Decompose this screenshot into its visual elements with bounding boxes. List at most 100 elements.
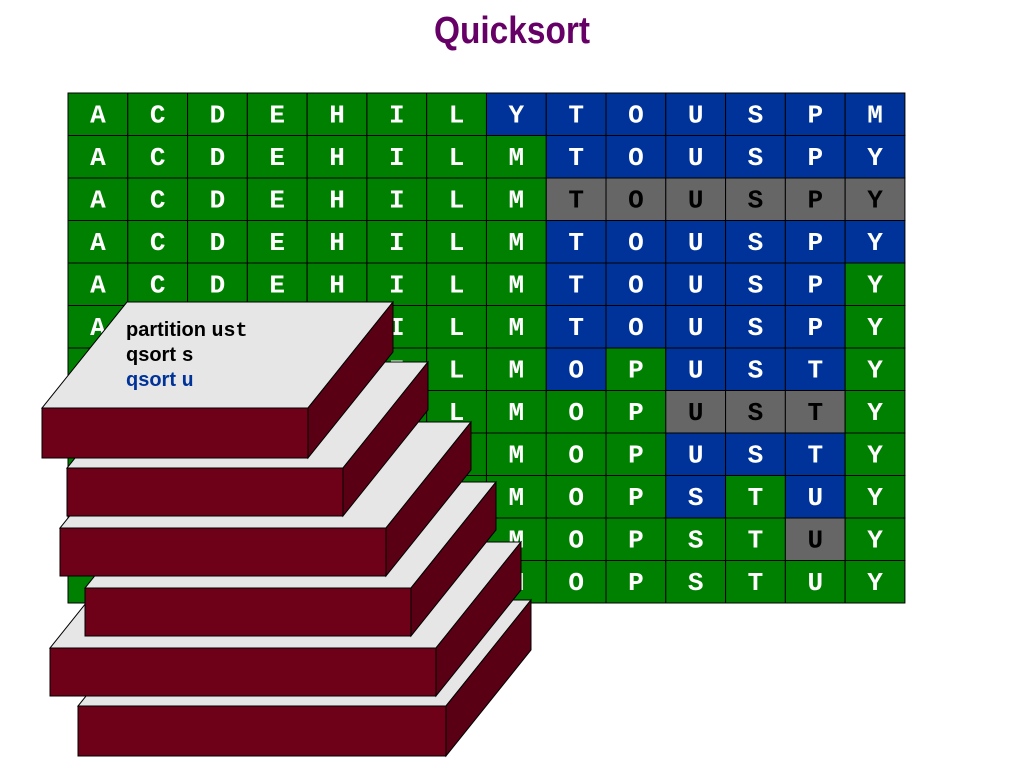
grid-cell: Y <box>844 475 906 519</box>
cell-letter: D <box>210 270 226 300</box>
cell-letter: P <box>628 355 644 385</box>
grid-cell: Y <box>844 347 906 391</box>
cell-letter: D <box>210 143 226 173</box>
grid-cell: U <box>784 517 846 561</box>
cell-letter: A <box>90 228 106 258</box>
cell-letter: E <box>269 143 285 173</box>
cell-letter: Y <box>867 313 883 343</box>
cell-letter: L <box>449 313 465 343</box>
cell-letter: C <box>150 100 166 130</box>
cell-letter: U <box>688 313 704 343</box>
cell-letter: M <box>509 483 525 513</box>
grid-cell: S <box>725 347 786 391</box>
grid-cell: H <box>306 177 368 221</box>
grid-cell: Y <box>844 305 906 349</box>
grid-cell: E <box>246 220 308 264</box>
grid-cell: L <box>426 262 487 306</box>
qsort-s-line: qsort s <box>126 344 194 368</box>
grid-cell: T <box>545 92 607 136</box>
grid-cell: M <box>485 305 547 349</box>
cell-letter: U <box>688 100 704 130</box>
grid-cell: U <box>665 262 727 306</box>
grid-cell: P <box>784 262 846 306</box>
cell-letter: U <box>688 270 704 300</box>
cell-letter: M <box>509 440 525 470</box>
cell-letter: S <box>688 525 704 555</box>
cell-letter: U <box>688 398 704 428</box>
cell-letter: T <box>807 398 823 428</box>
cell-letter: A <box>90 185 106 215</box>
cell-letter: Y <box>867 270 883 300</box>
cell-letter: U <box>688 355 704 385</box>
cell-letter: S <box>748 355 764 385</box>
grid-cell: D <box>187 262 248 306</box>
cell-letter: O <box>568 483 584 513</box>
cell-letter: P <box>807 313 823 343</box>
grid-cell: Y <box>844 432 906 476</box>
cell-letter: T <box>568 185 584 215</box>
cell-letter: O <box>628 143 644 173</box>
grid-cell: T <box>725 560 786 604</box>
grid-cell: U <box>784 475 846 519</box>
grid-cell: P <box>605 517 667 561</box>
cell-letter: Y <box>867 143 883 173</box>
grid-cell: P <box>784 92 846 136</box>
grid-cell: P <box>605 390 667 434</box>
cell-letter: S <box>748 143 764 173</box>
grid-cell: Y <box>844 560 906 604</box>
cell-letter: O <box>568 355 584 385</box>
grid-cell: O <box>605 135 667 179</box>
cell-letter: H <box>329 143 345 173</box>
cell-letter: L <box>449 143 465 173</box>
grid-cell: T <box>784 390 846 434</box>
cell-letter: Y <box>867 355 883 385</box>
cell-letter: U <box>688 440 704 470</box>
cell-letter: M <box>509 398 525 428</box>
cell-letter: A <box>90 270 106 300</box>
grid-cell: P <box>605 347 667 391</box>
grid-cell: A <box>67 177 129 221</box>
cell-letter: O <box>628 100 644 130</box>
grid-cell: Y <box>844 220 906 264</box>
grid-cell: H <box>306 220 368 264</box>
cell-letter: T <box>748 568 764 598</box>
grid-cell: E <box>246 177 308 221</box>
grid-cell: M <box>485 177 547 221</box>
grid-cell: U <box>665 177 727 221</box>
cell-letter: T <box>807 440 823 470</box>
cell-letter: T <box>568 143 584 173</box>
cell-letter: S <box>748 228 764 258</box>
grid-cell: T <box>725 475 786 519</box>
cell-letter: U <box>688 228 704 258</box>
grid-cell: M <box>844 92 906 136</box>
cell-letter: Y <box>867 440 883 470</box>
grid-cell: L <box>426 220 487 264</box>
grid-cell: A <box>67 220 129 264</box>
cell-letter: A <box>90 143 106 173</box>
cell-letter: Y <box>509 100 525 130</box>
cell-letter: U <box>688 143 704 173</box>
cell-letter: C <box>150 185 166 215</box>
grid-cell: M <box>485 220 547 264</box>
cell-letter: C <box>150 228 166 258</box>
grid-cell: L <box>426 135 487 179</box>
grid-cell: I <box>366 92 428 136</box>
cell-letter: M <box>867 100 883 130</box>
cell-letter: O <box>628 270 644 300</box>
cell-letter: U <box>807 525 823 555</box>
cell-letter: S <box>748 398 764 428</box>
grid-cell: C <box>127 135 189 179</box>
qsort-u-line: qsort u <box>126 369 194 393</box>
cell-letter: I <box>389 270 405 300</box>
cell-letter: S <box>748 185 764 215</box>
cell-letter: O <box>568 398 584 428</box>
cell-letter: S <box>688 568 704 598</box>
grid-cell: U <box>665 220 727 264</box>
cell-letter: A <box>90 100 106 130</box>
cell-letter: H <box>329 100 345 130</box>
cell-letter: O <box>568 525 584 555</box>
grid-cell: I <box>366 220 428 264</box>
cell-letter: L <box>449 270 465 300</box>
